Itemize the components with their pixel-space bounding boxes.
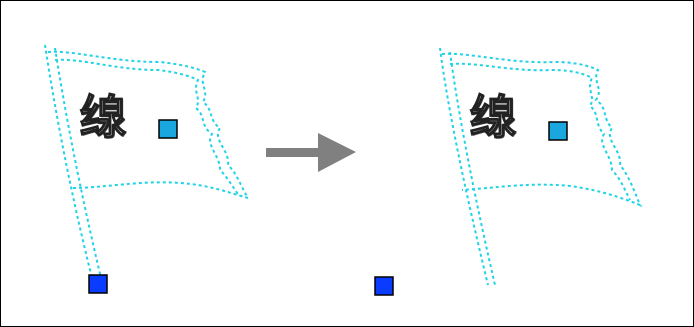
right-flag-text-grip[interactable] xyxy=(548,121,568,141)
right-flag-text: 缐 xyxy=(469,90,516,144)
right-flag-pole-outline-b xyxy=(449,51,496,286)
right-arrow-icon xyxy=(266,133,356,172)
left-flag[interactable] xyxy=(44,44,251,279)
left-flag-pole-outline-a xyxy=(44,44,93,279)
left-flag-pole-outline-b xyxy=(54,47,102,279)
left-flag-text-grip[interactable] xyxy=(158,119,178,139)
right-flag-body-outline-a xyxy=(441,52,642,207)
left-flag-text: 缐 xyxy=(79,90,126,144)
right-flag-body-outline-b xyxy=(449,62,631,201)
left-flag-body-outline-b xyxy=(54,58,239,195)
left-flag-body-outline-a xyxy=(47,50,251,200)
right-flag[interactable] xyxy=(439,47,642,286)
left-flag-base-grip[interactable] xyxy=(88,274,108,294)
right-flag-pole-outline-a xyxy=(439,47,489,286)
moved-base-grip[interactable] xyxy=(374,276,394,296)
